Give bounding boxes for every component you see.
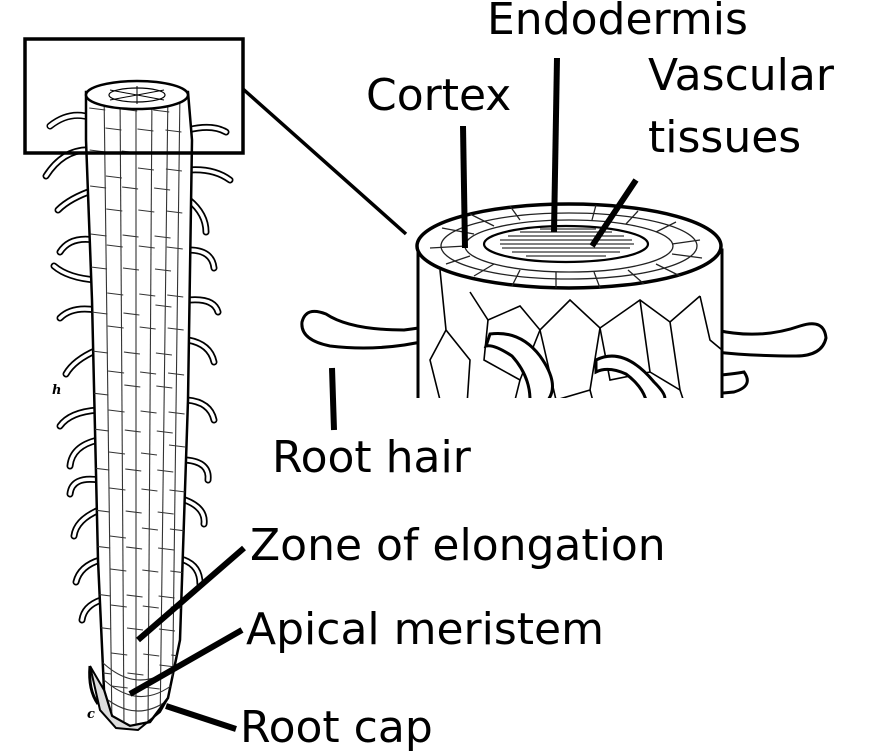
zoom-root-hair-left bbox=[300, 309, 432, 350]
root-cap-shape bbox=[89, 665, 169, 732]
label-root-hair: Root hair bbox=[272, 432, 471, 483]
cortex-pointer bbox=[460, 125, 468, 249]
root-cap-pointer bbox=[165, 703, 237, 732]
label-vascular-line2: tissues bbox=[648, 112, 802, 163]
root-illustration: h c bbox=[42, 79, 234, 732]
label-vascular-line1: Vascular bbox=[648, 50, 834, 101]
apical-meristem-pointer bbox=[128, 627, 244, 697]
zoomed-cross-section bbox=[300, 202, 828, 398]
label-root-cap: Root cap bbox=[240, 702, 433, 753]
zoom-vascular-core bbox=[500, 228, 634, 257]
zone-elongation-pointer bbox=[136, 545, 246, 643]
endodermis-pointer bbox=[551, 57, 560, 233]
zoom-root-hair-right bbox=[708, 322, 828, 396]
zoom-connector-line bbox=[241, 87, 408, 236]
label-zone-of-elongation: Zone of elongation bbox=[250, 520, 666, 571]
vascular-pointer bbox=[589, 178, 639, 248]
label-apical-meristem: Apical meristem bbox=[246, 604, 604, 655]
label-endodermis: Endodermis bbox=[487, 0, 748, 45]
pointer-lines bbox=[128, 57, 639, 732]
letter-h: h bbox=[52, 383, 61, 398]
root-hair-pointer bbox=[329, 367, 337, 431]
zoom-source-box bbox=[23, 37, 245, 155]
letter-c: c bbox=[87, 707, 95, 722]
label-cortex: Cortex bbox=[366, 70, 512, 121]
